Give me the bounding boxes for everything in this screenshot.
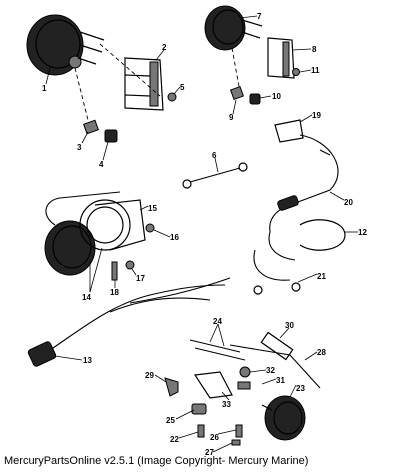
- callout-9: 9: [229, 113, 234, 122]
- jumper-wire-6: [182, 162, 248, 189]
- callout-26: 26: [210, 433, 219, 442]
- callout-20: 20: [344, 198, 353, 207]
- nut-11: [292, 68, 300, 76]
- callout-1: 1: [42, 84, 47, 93]
- harness-19-20: [253, 119, 346, 295]
- callout-3: 3: [77, 143, 82, 152]
- callout-30: 30: [285, 321, 294, 330]
- gauge-7: [204, 5, 263, 51]
- callout-27: 27: [205, 448, 214, 457]
- callout-24: 24: [213, 317, 222, 326]
- callout-33: 33: [222, 400, 231, 409]
- callout-25: 25: [166, 416, 175, 425]
- callout-16: 16: [170, 233, 179, 242]
- callout-18: 18: [110, 288, 119, 297]
- bracket-2: [124, 57, 164, 111]
- nut-5: [167, 92, 177, 102]
- harness-13: [27, 277, 231, 367]
- callout-23: 23: [296, 384, 305, 393]
- gauge-1: [26, 14, 105, 76]
- callout-31: 31: [276, 376, 285, 385]
- callout-11: 11: [311, 66, 320, 75]
- callout-5: 5: [180, 83, 185, 92]
- bulb-socket-9-10: [229, 85, 261, 105]
- callout-6: 6: [212, 151, 217, 160]
- image-caption: MercuryPartsOnline v2.5.1 (Image Copyrig…: [4, 455, 309, 467]
- callout-2: 2: [162, 43, 167, 52]
- bulb-socket-3-4: [74, 67, 118, 143]
- callout-14: 14: [82, 293, 91, 302]
- callout-12: 12: [358, 228, 367, 237]
- callout-29: 29: [145, 371, 154, 380]
- callout-4: 4: [99, 160, 104, 169]
- bracket-8: [267, 37, 295, 79]
- leader-lines: [45, 15, 358, 453]
- callout-22: 22: [170, 435, 179, 444]
- callout-21: 21: [317, 272, 326, 281]
- wires-24-28-30: [189, 331, 321, 389]
- gauge-14: [44, 191, 146, 276]
- callout-labels: 1 2 3 4 5 6 7 8 9 10 11 12 13 14 15 16 1…: [42, 12, 367, 457]
- callout-10: 10: [272, 92, 281, 101]
- fittings-22-25-26-27-29: [164, 377, 243, 446]
- callout-28: 28: [317, 348, 326, 357]
- callout-8: 8: [312, 45, 317, 54]
- callout-7: 7: [257, 12, 262, 21]
- gauge-23: [261, 395, 306, 441]
- sender-bracket-33: [193, 366, 251, 399]
- bolt-17-18: [111, 260, 135, 281]
- callout-19: 19: [312, 111, 321, 120]
- callout-13: 13: [83, 356, 92, 365]
- callout-15: 15: [148, 204, 157, 213]
- callout-32: 32: [266, 366, 275, 375]
- callout-17: 17: [136, 274, 145, 283]
- nut-16: [145, 223, 155, 233]
